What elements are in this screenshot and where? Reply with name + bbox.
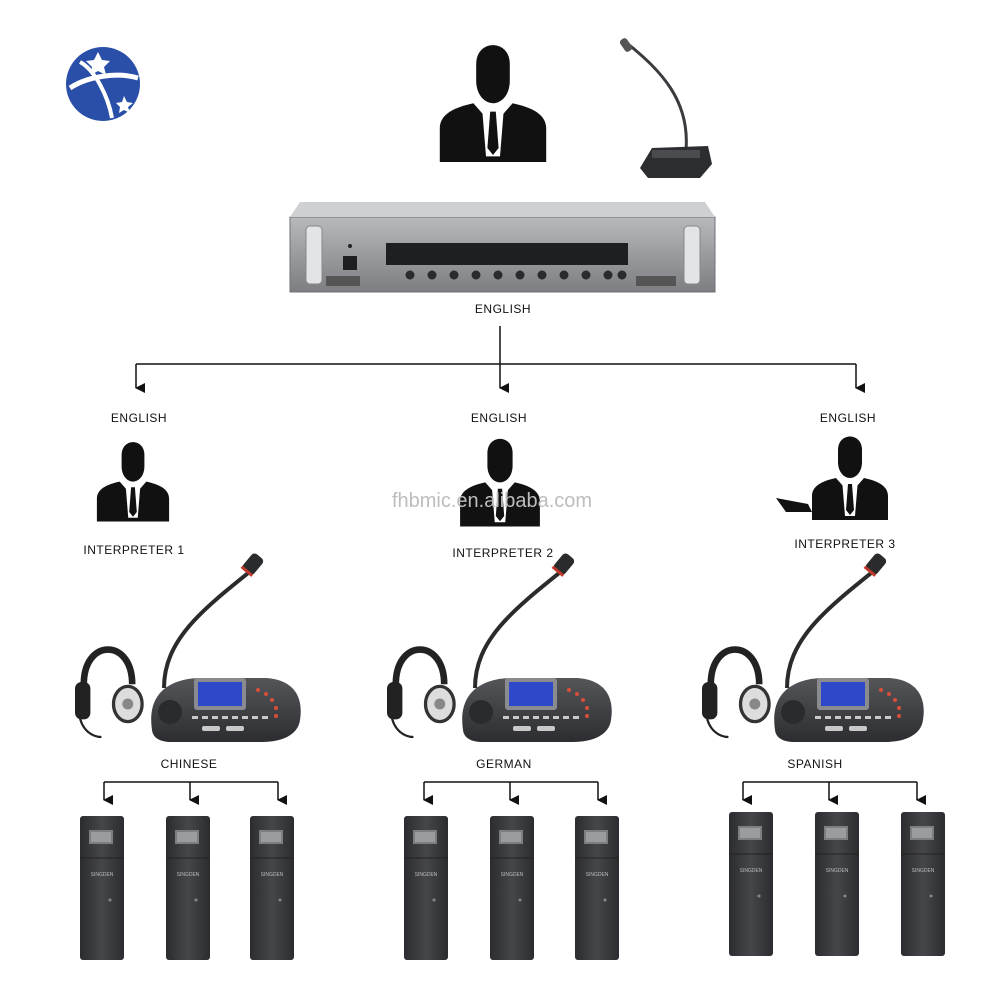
language-label-german: GERMAN [476,757,532,771]
receiver-german-3-icon [574,815,620,961]
interpreter-console-1-icon [149,549,303,744]
language-label-spanish: SPANISH [787,757,843,771]
branch-language-label-1: ENGLISH [110,411,168,425]
distribution-arrows [135,326,865,393]
receiver-spanish-1-icon [728,811,774,957]
receiver-chinese-2-icon [165,815,211,961]
chairman-microphone-icon [619,38,712,178]
interpreter-1-icon [96,442,170,522]
receiver-spanish-3-icon [900,811,946,957]
headset-3-icon [702,650,769,737]
speaker-person-icon [439,45,547,162]
brand-logo [66,47,140,121]
source-language-label: ENGLISH [474,302,532,316]
headset-1-icon [75,650,142,737]
language-label-chinese: CHINESE [160,757,218,771]
interpreter-console-3-icon [772,549,926,744]
interpreter-3-label: INTERPRETER 3 [794,537,896,551]
central-control-unit-icon [289,202,716,293]
interpreter-1-label: INTERPRETER 1 [83,543,185,557]
receiver-german-2-icon [489,815,535,961]
receiver-chinese-1-icon [79,815,125,961]
receiver-arrows [103,781,926,805]
branch-language-label-2: ENGLISH [470,411,528,425]
watermark: fhbmic.en.alibaba.com [391,490,593,512]
interpreter-3-icon [776,436,888,520]
receiver-german-1-icon [403,815,449,961]
receiver-spanish-2-icon [814,811,860,957]
interpreter-console-2-icon [460,549,614,744]
branch-language-label-3: ENGLISH [819,411,877,425]
interpreter-2-label: INTERPRETER 2 [452,546,554,560]
headset-2-icon [387,650,454,737]
interpreter-2-icon [460,438,540,527]
receiver-chinese-3-icon [249,815,295,961]
